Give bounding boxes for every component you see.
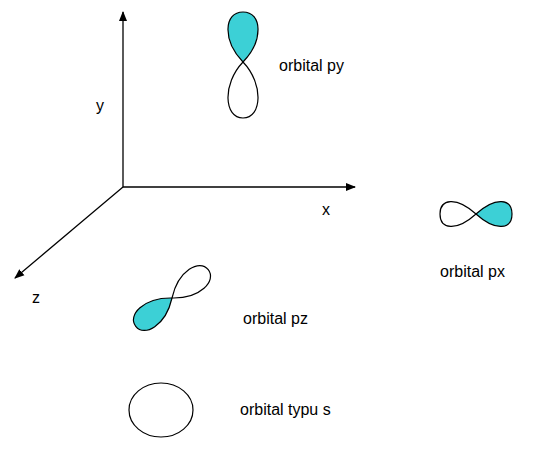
orbital-label: orbital px xyxy=(440,262,505,281)
orbital-label: orbital typu s xyxy=(240,400,331,419)
coordinate-axes xyxy=(15,12,355,278)
s-orbital xyxy=(129,383,193,437)
p-orbital-z xyxy=(128,260,215,336)
p-orbital-x xyxy=(440,202,512,227)
orbital-label: orbital py xyxy=(279,56,344,75)
axis-label: y xyxy=(96,96,104,115)
orbital-label: orbital pz xyxy=(243,309,308,328)
axis-label: z xyxy=(32,288,40,307)
p-orbital-y xyxy=(228,12,258,118)
axis-label: x xyxy=(322,200,330,219)
